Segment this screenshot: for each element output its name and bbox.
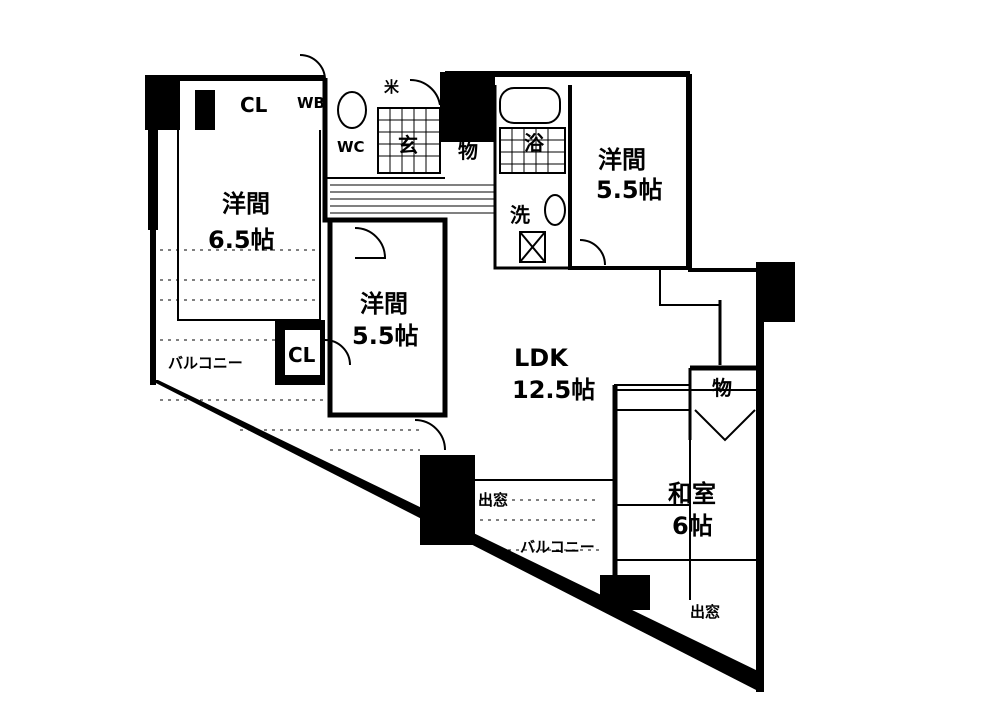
room-name-japanese: 和室 (668, 480, 716, 508)
meter-label: 米 (384, 78, 400, 96)
room-size-ldk: 12.5帖 (512, 376, 595, 404)
wc-label: WC (337, 138, 365, 156)
wb-label: WB (297, 94, 325, 112)
closet-label-mid: CL (288, 343, 316, 367)
room-size-japanese: 6帖 (672, 512, 713, 540)
bay-window-label-a: 出窓 (478, 491, 508, 509)
room-size-western-a: 6.5帖 (208, 226, 275, 254)
entrance-label: 玄 (398, 133, 418, 157)
room-name-western-b: 洋間 (360, 290, 408, 318)
storage-label-b: 物 (712, 376, 732, 400)
room-size-western-c: 5.5帖 (596, 176, 663, 204)
balcony-label-left: バルコニー (168, 354, 243, 372)
washroom-label: 洗 (510, 203, 530, 227)
room-name-western-a: 洋間 (222, 190, 270, 218)
closet-label-top: CL (240, 93, 268, 117)
storage-label-a: 物 (458, 139, 478, 163)
room-name-ldk: LDK (514, 344, 569, 372)
walls (145, 54, 795, 692)
balcony-label-bottom: バルコニー (520, 538, 595, 556)
bath-label: 浴 (524, 131, 545, 155)
room-size-western-b: 5.5帖 (352, 322, 419, 350)
bay-window-label-b: 出窓 (690, 603, 720, 621)
entrance-tiles (377, 107, 566, 174)
room-name-western-c: 洋間 (598, 146, 646, 174)
